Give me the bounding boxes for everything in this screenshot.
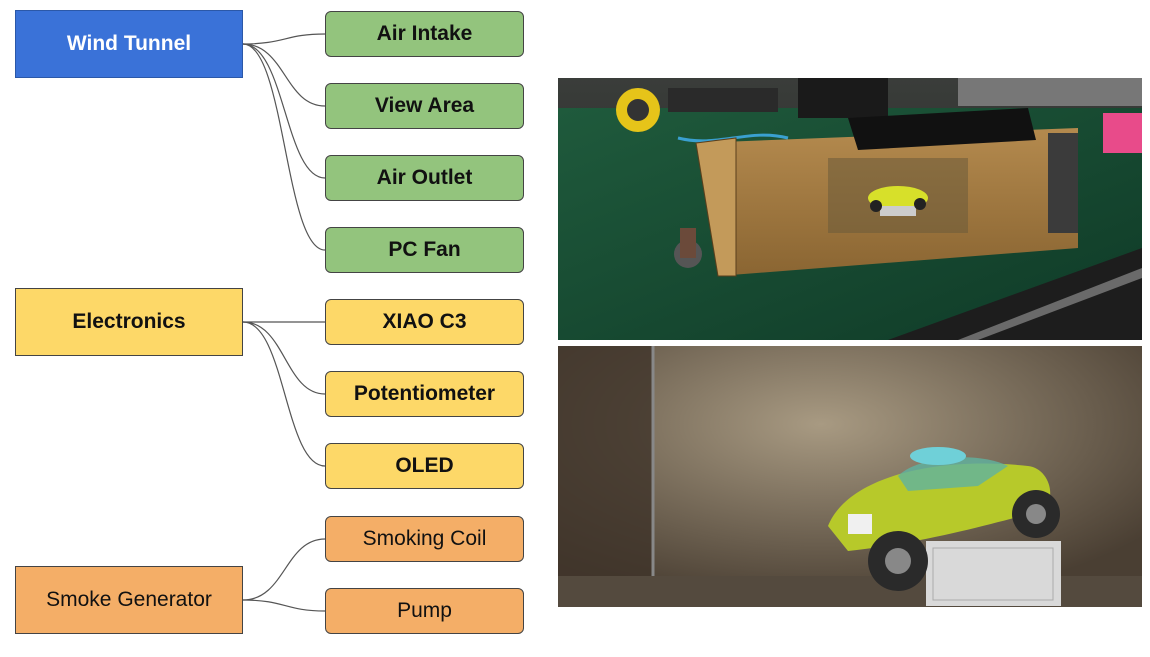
node-oled-label: OLED (395, 454, 454, 477)
node-smoke-generator: Smoke Generator (15, 566, 243, 634)
node-wind-tunnel: Wind Tunnel (15, 10, 243, 78)
link-smoke-pump (242, 599, 326, 612)
link-wind-pc-fan (242, 43, 326, 251)
link-smoke-coil (242, 538, 326, 601)
node-potentiometer-label: Potentiometer (353, 382, 496, 405)
node-pump-label: Pump (397, 599, 452, 622)
node-pump: Pump (325, 588, 524, 634)
node-potentiometer: Potentiometer (325, 371, 524, 417)
node-air-outlet-label: Air Outlet (376, 166, 473, 189)
node-xiao-c3: XIAO C3 (325, 299, 524, 345)
node-air-intake: Air Intake (325, 11, 524, 57)
node-oled: OLED (325, 443, 524, 489)
link-wind-air-outlet (242, 43, 326, 179)
node-pc-fan-label: PC Fan (388, 238, 461, 261)
node-air-intake-label: Air Intake (376, 22, 473, 45)
node-view-area-label: View Area (374, 94, 475, 117)
node-air-outlet: Air Outlet (325, 155, 524, 201)
node-smoking-coil: Smoking Coil (325, 516, 524, 562)
link-elec-oled (242, 321, 326, 467)
node-electronics: Electronics (15, 288, 243, 356)
node-smoke-generator-label: Smoke Generator (46, 588, 212, 611)
node-electronics-label: Electronics (72, 310, 186, 333)
node-view-area: View Area (325, 83, 524, 129)
node-smoking-coil-label: Smoking Coil (362, 527, 487, 550)
link-wind-view-area (242, 43, 326, 107)
link-wind-air-intake (242, 33, 326, 45)
photo-car-in-smoke (558, 346, 1142, 607)
node-wind-tunnel-label: Wind Tunnel (66, 32, 192, 55)
photo-wind-tunnel-bench (558, 78, 1142, 340)
node-xiao-c3-label: XIAO C3 (382, 310, 467, 333)
link-elec-pot (242, 321, 326, 395)
node-pc-fan: PC Fan (325, 227, 524, 273)
